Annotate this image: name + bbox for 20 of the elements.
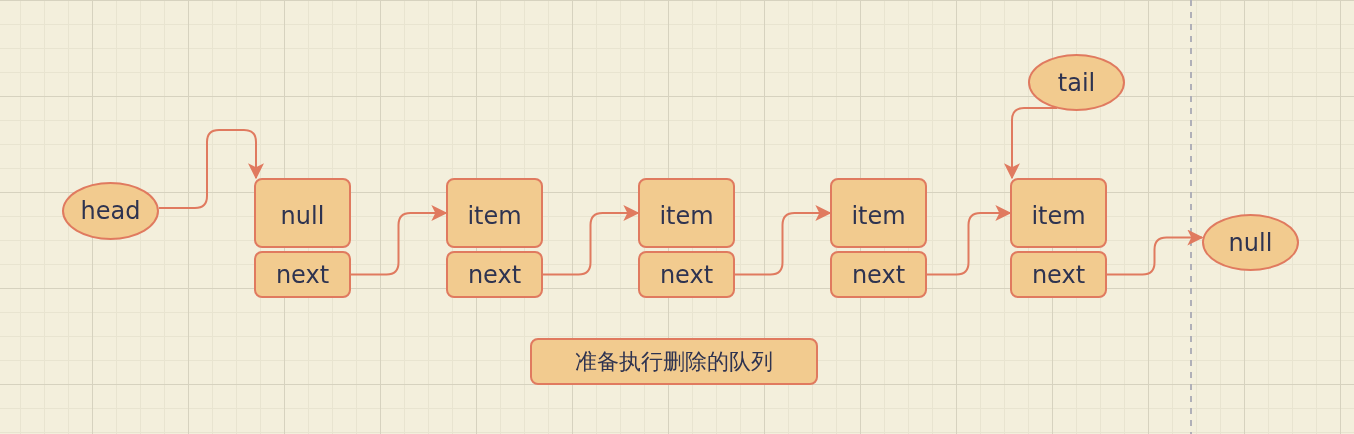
arrow [542,205,640,276]
next-cell: next [830,251,927,298]
caption-box: 准备执行删除的队列 [530,338,818,385]
arrow [926,205,1012,276]
value-cell: item [1010,178,1107,248]
value-cell: item [638,178,735,248]
arrow [1106,229,1204,276]
pointer-ellipse: tail [1028,54,1125,111]
arrow [350,205,448,276]
value-cell: item [830,178,927,248]
next-cell: next [638,251,735,298]
pointer-ellipse: head [62,182,159,240]
pointer-ellipse: null [1202,214,1299,271]
next-cell: next [446,251,543,298]
value-cell: null [254,178,351,248]
next-cell: next [254,251,351,298]
arrow [158,129,264,209]
value-cell: item [446,178,543,248]
next-cell: next [1010,251,1107,298]
arrow [734,205,832,276]
